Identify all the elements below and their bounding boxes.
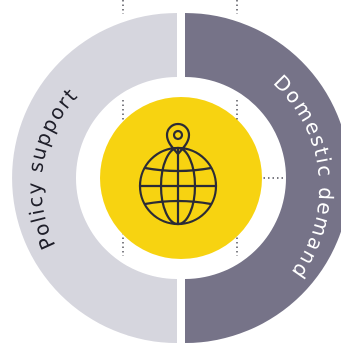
ring [12,13,341,343]
globe-with-location-pin-icon [138,122,218,226]
left-ring-segment [12,13,178,343]
right-ring-segment [185,13,341,343]
center-circle [100,97,262,259]
